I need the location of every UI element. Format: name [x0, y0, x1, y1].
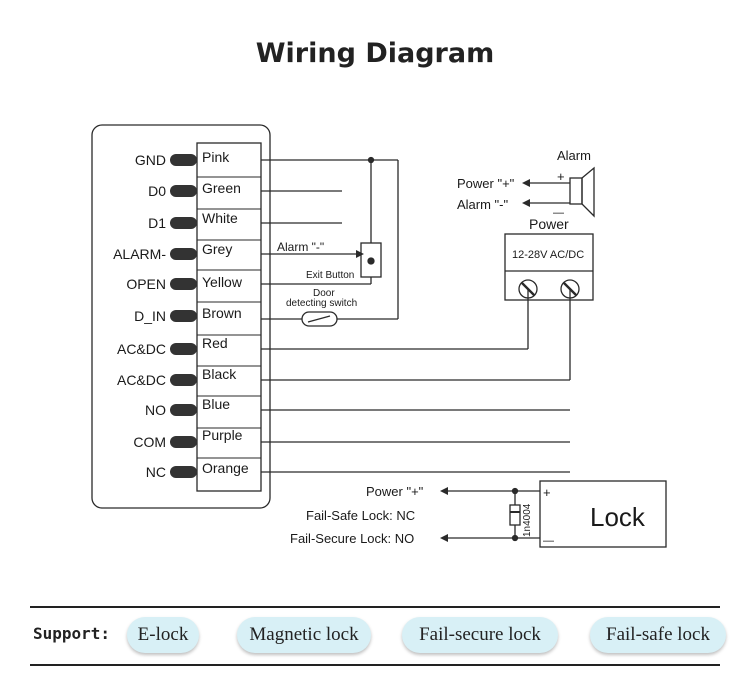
door-switch-body [301, 311, 338, 327]
wire-color-label: Brown [202, 305, 242, 321]
power-spec: 12-28V AC/DC [512, 249, 584, 261]
power-terminal-2 [560, 279, 580, 299]
fail-secure-label: Fail-Secure Lock: NO [290, 531, 414, 546]
wire-color-label: Purple [202, 427, 243, 443]
exit-button-label: Exit Button [306, 270, 354, 281]
terminal-label: NO [145, 402, 166, 418]
support-label: Support: [33, 624, 111, 643]
power-terminal-1 [518, 279, 538, 299]
arrow-alarm [356, 250, 364, 258]
power-supply-box [504, 233, 594, 301]
door-label: Door [313, 288, 335, 299]
wire-color-label: Blue [202, 396, 230, 412]
separator-bottom [30, 664, 720, 666]
lock-label: Lock [590, 502, 646, 532]
terminal-pin [170, 154, 197, 166]
junction-dot [367, 156, 375, 164]
support-pill-fail-secure: Fail-secure lock [402, 617, 558, 653]
terminal-pin [170, 436, 197, 448]
door-switch-contact [307, 315, 331, 323]
terminal-pin [170, 343, 197, 355]
support-pill-magnetic-lock: Magnetic lock [237, 617, 371, 653]
terminal-label: AC&DC [117, 341, 166, 357]
separator-top [30, 606, 720, 608]
wire-color-label: Red [202, 335, 228, 351]
terminal-pin [170, 278, 197, 290]
exit-button-dot [367, 257, 375, 265]
speaker-body [569, 177, 583, 205]
terminal-label: D1 [148, 215, 166, 231]
power-plus-label: Power "+" [457, 176, 515, 191]
fail-safe-label: Fail-Safe Lock: NC [306, 508, 415, 523]
support-pill-e-lock: E-lock [127, 617, 199, 653]
terminal-pin [170, 310, 197, 322]
diode-label: 1n4004 [522, 503, 533, 537]
wire-color-label: Yellow [202, 274, 243, 290]
speaker-cone [581, 166, 595, 218]
terminal-label: GND [135, 152, 166, 168]
wire-color-label: White [202, 210, 238, 226]
terminal-pin [170, 248, 197, 260]
alarm-minus-label: Alarm "-" [277, 240, 324, 254]
terminal-label: COM [133, 434, 166, 450]
controller-body [91, 124, 271, 509]
terminal-label: ALARM- [113, 246, 166, 262]
terminal-label: D_IN [134, 308, 166, 324]
wire-color-label: Green [202, 180, 241, 196]
lock-box [539, 480, 667, 548]
arrow-alarm-minus [522, 199, 530, 207]
terminal-label: D0 [148, 183, 166, 199]
terminal-pin [170, 466, 197, 478]
terminal-pin [170, 185, 197, 197]
support-pill-fail-safe: Fail-safe lock [590, 617, 726, 653]
lock-plus-sign: + [543, 485, 551, 500]
arrow-power-plus [522, 179, 530, 187]
terminal-pin [170, 404, 197, 416]
power-label: Power [529, 216, 569, 232]
arrow-lock-minus [440, 534, 448, 542]
lock-power-label: Power "+" [366, 484, 424, 499]
terminal-pin [170, 217, 197, 229]
diode-body [509, 504, 521, 526]
lock-minus-sign: — [543, 535, 554, 547]
wire-block [196, 142, 262, 492]
door-switch-label: detecting switch [286, 298, 357, 309]
diagram-title: Wiring Diagram [255, 38, 495, 69]
alarm-label: Alarm [557, 148, 591, 163]
wire-color-label: Orange [202, 460, 249, 476]
terminal-label: NC [146, 464, 166, 480]
alarm-minus-sign: — [553, 207, 564, 219]
wire-color-label: Black [202, 366, 237, 382]
alarm-minus-out-label: Alarm "-" [457, 197, 509, 212]
terminal-label: OPEN [126, 276, 166, 292]
alarm-plus-sign: + [557, 169, 565, 184]
terminal-label: AC&DC [117, 372, 166, 388]
wire-color-label: Pink [202, 149, 230, 165]
arrow-lock-power [440, 487, 448, 495]
terminal-pin [170, 374, 197, 386]
wire-color-label: Grey [202, 241, 232, 257]
